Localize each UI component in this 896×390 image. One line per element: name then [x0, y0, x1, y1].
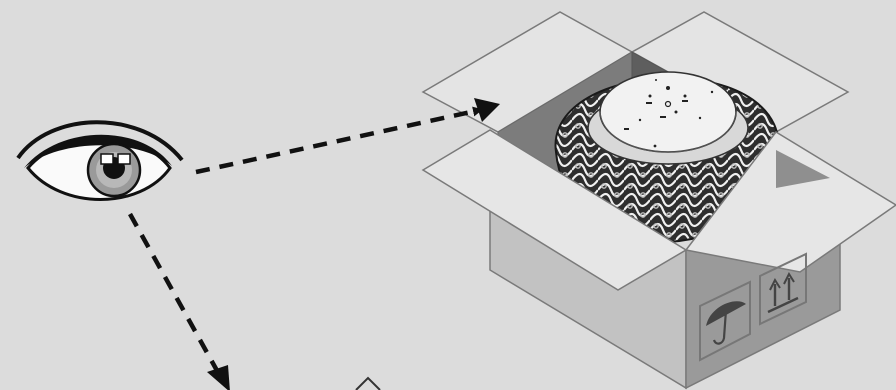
- eye-icon: [16, 120, 184, 201]
- umbrella-icon: [699, 280, 751, 362]
- arrow-eye-down: [128, 212, 222, 378]
- lid-holes: [624, 79, 714, 148]
- arrow-eye-to-box: [195, 106, 483, 175]
- this-way-up-icon: [759, 252, 807, 326]
- dashed-arrows: [128, 98, 500, 390]
- box-front-right-flap: [684, 131, 896, 273]
- partial-shape: [355, 376, 381, 390]
- box-front: [421, 129, 896, 390]
